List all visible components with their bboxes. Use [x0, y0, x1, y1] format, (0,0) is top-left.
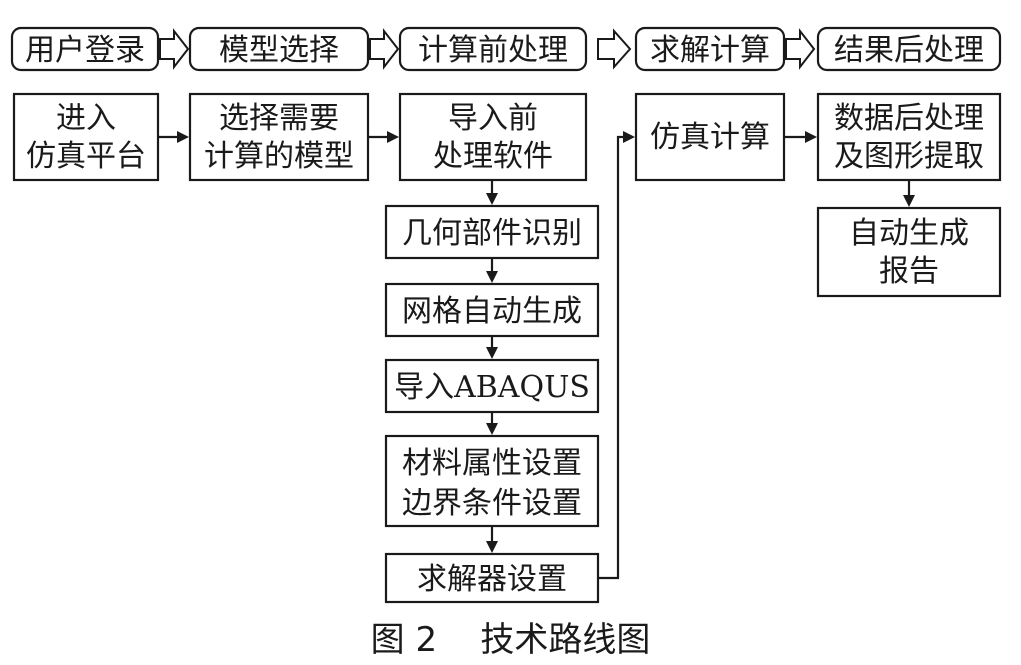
step-select-model-line2: 计算的模型: [204, 139, 354, 174]
step-data-postprocess-line2: 及图形提取: [834, 139, 984, 174]
step-import-abaqus-label: 导入ABAQUS: [394, 370, 590, 405]
step-material-boundary: 材料属性设置 边界条件设置: [384, 434, 600, 528]
step-auto-report: 自动生成 报告: [816, 206, 1002, 298]
caption-spacer: [437, 620, 480, 660]
step-import-preprocessor-line2: 处理软件: [433, 139, 553, 174]
arrowhead-enter-to-select: [177, 131, 189, 143]
step-material-boundary-line2: 边界条件设置: [402, 486, 582, 521]
stage-arrow-3: [597, 28, 632, 70]
step-solver-setup: 求解器设置: [384, 552, 600, 604]
step-simulation-line1: 仿真计算: [650, 120, 770, 155]
step-solver-setup-label: 求解器设置: [417, 562, 567, 597]
step-import-abaqus: 导入ABAQUS: [384, 358, 600, 414]
step-auto-mesh: 网格自动生成: [384, 282, 600, 338]
arrowhead-solver-to-simulation: [623, 131, 635, 143]
step-auto-mesh-label: 网格自动生成: [402, 294, 582, 329]
figure-title: 技术路线图: [480, 620, 651, 660]
stage-preprocessing-label: 计算前处理: [418, 33, 568, 68]
stage-arrow-2: [369, 28, 400, 70]
step-enter-platform-line2: 仿真平台: [26, 139, 146, 174]
step-select-model: 选择需要 计算的模型: [188, 92, 370, 182]
connector-solver-to-simulation: [598, 135, 624, 580]
step-enter-platform: 进入 仿真平台: [12, 92, 160, 182]
arrowhead-material-to-solver: [486, 541, 498, 553]
arrowhead-select-to-import: [387, 131, 399, 143]
step-auto-report-line2: 报告: [879, 254, 939, 289]
step-data-postprocess-line1: 数据后处理: [834, 101, 984, 136]
step-geometry-recognition-label: 几何部件识别: [402, 216, 582, 251]
stage-login: 用户登录: [10, 26, 160, 72]
stage-postprocessing: 结果后处理: [816, 26, 1002, 72]
arrowhead-mesh-to-abaqus: [486, 347, 498, 359]
stage-model-select: 模型选择: [188, 26, 370, 72]
stage-login-label: 用户登录: [25, 33, 145, 68]
step-geometry-recognition: 几何部件识别: [384, 204, 600, 260]
step-data-postprocess: 数据后处理 及图形提取: [816, 92, 1002, 182]
figure-caption: 图 2 技术路线图: [0, 612, 1021, 661]
arrowhead-post-to-report: [903, 195, 915, 207]
step-enter-platform-line1: 进入: [56, 101, 116, 136]
stage-arrow-4: [785, 28, 816, 70]
stage-arrow-1: [159, 28, 190, 70]
step-import-preprocessor: 导入前 处理软件: [398, 92, 588, 182]
step-select-model-line1: 选择需要: [219, 101, 339, 136]
stage-preprocessing: 计算前处理: [398, 26, 588, 72]
stage-solve: 求解计算: [634, 26, 786, 72]
arrowhead-simulation-to-post: [805, 131, 817, 143]
stage-solve-label: 求解计算: [650, 33, 770, 68]
step-simulation: 仿真计算: [634, 92, 786, 182]
arrowhead-import-to-geometry: [486, 193, 498, 205]
stage-model-select-label: 模型选择: [219, 33, 339, 68]
figure-number: 图 2: [370, 620, 438, 660]
stage-postprocessing-label: 结果后处理: [834, 33, 984, 68]
arrowhead-geometry-to-mesh: [486, 271, 498, 283]
arrowhead-abaqus-to-material: [486, 423, 498, 435]
step-material-boundary-line1: 材料属性设置: [402, 446, 582, 481]
step-auto-report-line1: 自动生成: [849, 216, 969, 251]
step-import-preprocessor-line1: 导入前: [448, 101, 538, 136]
